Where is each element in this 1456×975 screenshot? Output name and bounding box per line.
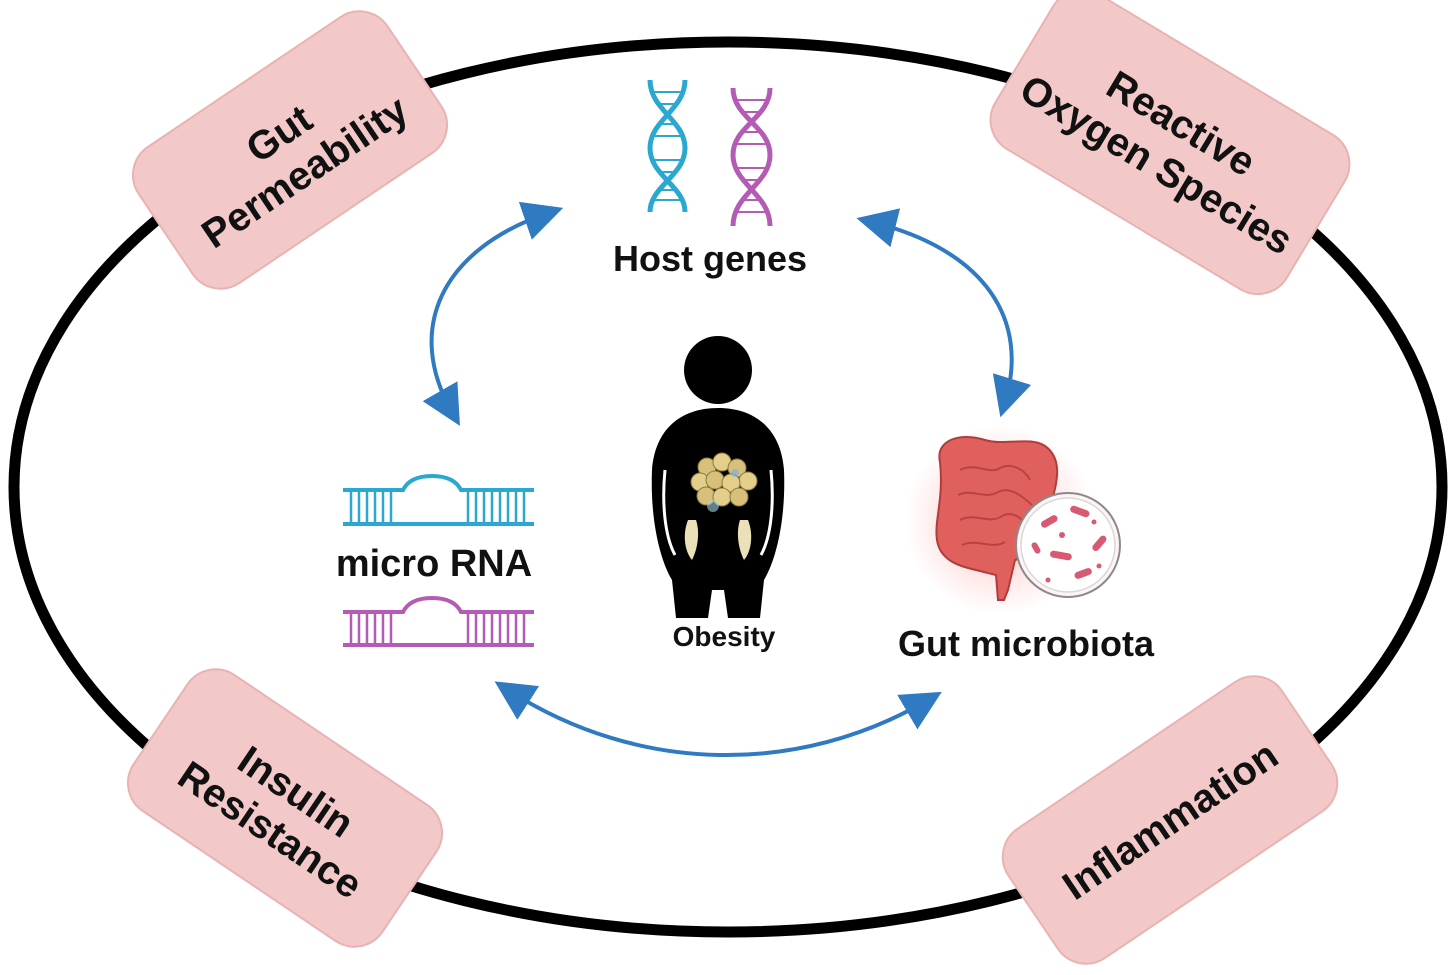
pill-gut-permeability: Gut Permeability bbox=[131, 10, 449, 290]
pill-reactive-oxygen-species: Reactive Oxygen Species bbox=[989, 0, 1351, 296]
micro-rna-label: micro RNA bbox=[336, 543, 532, 585]
bacteria-magnifier-icon bbox=[1015, 492, 1121, 598]
arrow-mirna-microbiota bbox=[494, 681, 942, 757]
dna-double-helix-icon bbox=[647, 79, 773, 227]
obese-person-icon bbox=[651, 336, 785, 618]
pill-inflammation: Inflammation bbox=[1001, 675, 1339, 965]
gut-microbiota-label: Gut microbiota bbox=[898, 623, 1155, 664]
pill-insulin-resistance: Insulin Resistance bbox=[126, 668, 444, 948]
obesity-label: Obesity bbox=[673, 621, 776, 652]
arrow-hostgenes-microbiota bbox=[856, 208, 1032, 418]
arrow-mirna-hostgenes bbox=[422, 201, 564, 426]
host-genes-label: Host genes bbox=[613, 238, 807, 279]
outer-ellipse bbox=[8, 36, 1448, 938]
mirna-hairpin-icon bbox=[343, 473, 534, 647]
